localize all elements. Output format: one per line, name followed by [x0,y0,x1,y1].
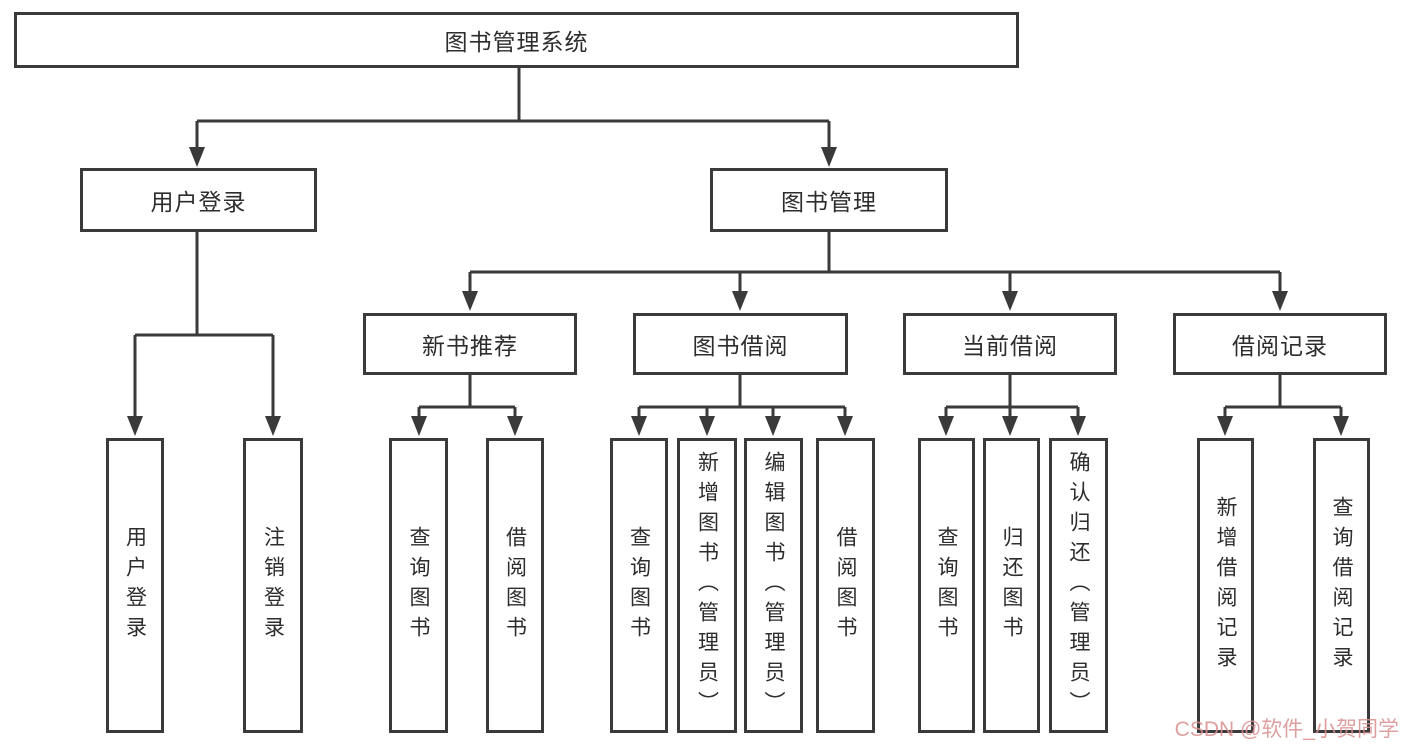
arrow-down-icon [821,147,837,167]
arrow-down-icon [1272,291,1288,311]
node-label: 图书管理系统 [444,29,589,55]
arrow-down-icon [462,291,478,311]
arrow-down-icon [837,416,853,436]
node-new-book-recommend: 新书推荐 [363,313,577,375]
connector-trunks [135,68,1341,409]
node-label: 注销登录 [261,525,285,646]
arrow-down-icon [127,416,143,436]
node-label: 借阅图书 [503,525,527,646]
node-label: 借阅图书 [834,525,857,646]
arrow-down-icon [507,416,523,436]
leaf-logout: 注销登录 [243,438,303,733]
arrow-down-icon [1002,291,1018,311]
node-label: 图书借阅 [692,333,789,359]
node-current-borrowing: 当前借阅 [903,313,1117,375]
leaf-user-login: 用户登录 [106,438,164,733]
leaf-add-borrow-record: 新增借阅记录 [1197,438,1254,733]
leaf-add-book-admin: 新增图书（管理员） [677,438,737,733]
leaf-query-books-2: 查询图书 [610,438,668,733]
node-label: 图书管理 [781,189,877,215]
node-root-system: 图书管理系统 [14,12,1019,68]
node-label: 用户登录 [150,189,247,215]
arrow-down-icon [732,291,748,311]
node-label: 编辑图书（管理员） [762,450,785,721]
node-label: 查询借阅记录 [1330,495,1353,676]
node-label: 查询图书 [627,525,651,646]
node-label: 新增图书（管理员） [695,450,719,721]
leaf-query-books-3: 查询图书 [918,438,975,733]
node-label: 查询图书 [935,525,958,646]
arrow-down-icon [1002,416,1018,436]
node-label: 归还图书 [1000,525,1023,646]
arrow-down-icon [1333,416,1349,436]
arrow-down-icon [631,416,647,436]
leaf-borrow-books-1: 借阅图书 [486,438,544,733]
arrow-down-icon [411,416,427,436]
node-label: 新书推荐 [422,333,518,359]
arrow-down-icon [265,416,281,436]
node-label: 新增借阅记录 [1214,495,1237,676]
leaf-edit-book-admin: 编辑图书（管理员） [744,438,803,733]
node-label: 查询图书 [407,525,430,646]
arrow-down-icon [765,416,781,436]
node-label: 确认归还（管理员） [1067,450,1090,721]
node-book-management-group: 图书管理 [710,168,948,232]
leaf-confirm-return-admin: 确认归还（管理员） [1049,438,1108,733]
node-book-borrowing: 图书借阅 [633,313,848,375]
arrow-down-icon [699,416,715,436]
node-borrowing-records: 借阅记录 [1173,313,1387,375]
node-label: 用户登录 [123,525,147,646]
arrowheads [127,147,1349,436]
leaf-query-books-1: 查询图书 [389,438,448,733]
node-user-login-group: 用户登录 [80,168,317,232]
node-label: 借阅记录 [1232,333,1328,359]
leaf-return-books: 归还图书 [983,438,1040,733]
node-label: 当前借阅 [962,333,1058,359]
arrow-down-icon [189,147,205,167]
csdn-watermark: CSDN @软件_小贺同学 [1174,718,1399,741]
connector-stubs [133,121,1343,421]
leaf-borrow-books-2: 借阅图书 [816,438,875,733]
arrow-down-icon [1217,416,1233,436]
arrow-down-icon [938,416,954,436]
leaf-query-borrow-record: 查询借阅记录 [1313,438,1370,733]
arrow-down-icon [1070,416,1086,436]
